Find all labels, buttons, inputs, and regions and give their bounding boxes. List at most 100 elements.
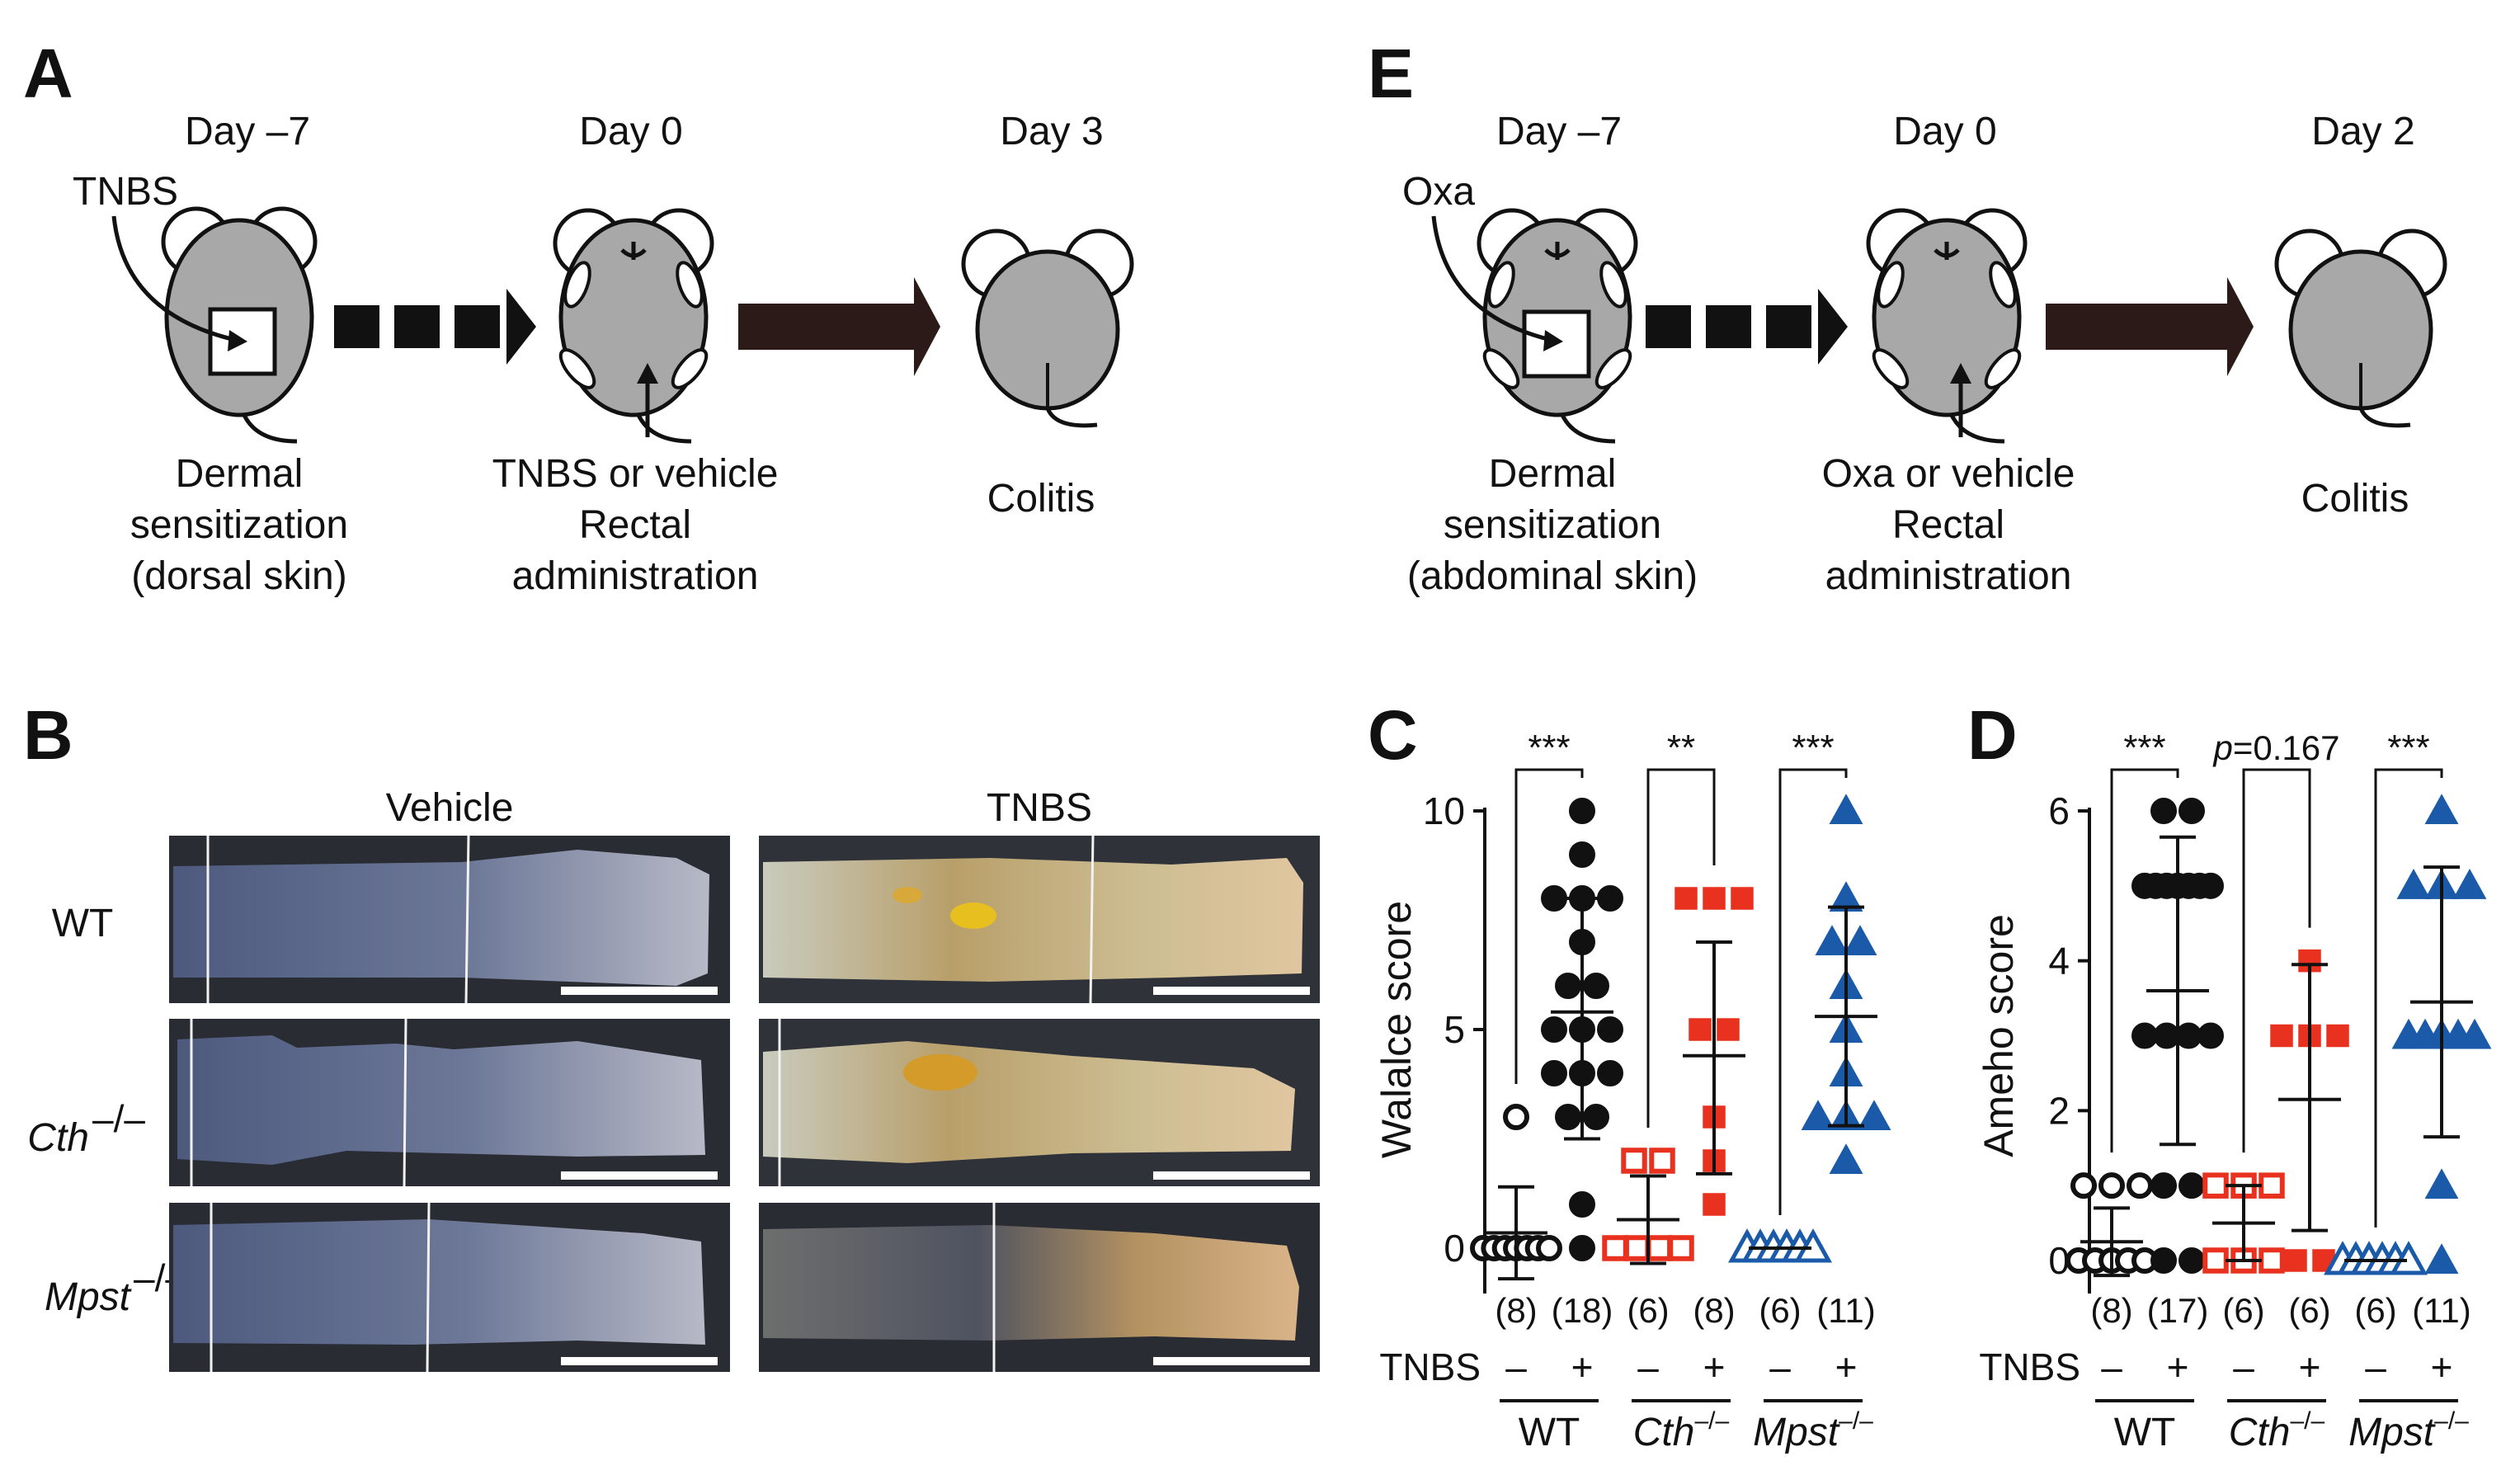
genotype-label: Mpst–/– bbox=[2348, 1407, 2469, 1454]
treatment-label: + bbox=[1571, 1345, 1594, 1388]
scale-bar bbox=[561, 987, 718, 995]
panel-letter-e: E bbox=[1368, 35, 1414, 112]
data-point bbox=[1555, 1104, 1581, 1130]
significance-label: *** bbox=[2123, 728, 2165, 768]
significance-label: p=0.167 bbox=[2212, 728, 2340, 767]
data-point bbox=[2396, 869, 2431, 899]
step2-line1: TNBS or vehicle bbox=[492, 452, 779, 496]
timepoint-day0: Day 0 bbox=[1893, 110, 1996, 153]
tnbs-row-label: TNBS bbox=[1379, 1345, 1481, 1388]
data-point bbox=[1731, 887, 1754, 910]
genotype-label: Cth–/– bbox=[1633, 1407, 1730, 1454]
pointer-arrowhead-icon bbox=[228, 330, 247, 351]
step2-line3: administration bbox=[512, 554, 759, 598]
treatment-label: – bbox=[1637, 1345, 1659, 1388]
panel-letter-d: D bbox=[1967, 696, 2018, 774]
step2-line2: Rectal bbox=[579, 503, 691, 547]
scale-bar bbox=[1153, 987, 1310, 995]
rectal-arrowhead-icon bbox=[1950, 363, 1971, 384]
significance-bracket bbox=[1778, 768, 1848, 1215]
scale-bar bbox=[561, 1357, 718, 1365]
scale-bar bbox=[1153, 1357, 1310, 1365]
data-point bbox=[1555, 973, 1581, 999]
mouse-ventral-icon bbox=[1868, 210, 2025, 441]
data-point bbox=[1623, 1235, 1651, 1261]
group-n-label: (6) bbox=[2288, 1291, 2330, 1330]
step2-line3: administration bbox=[1825, 554, 2072, 598]
data-point bbox=[2197, 1022, 2224, 1049]
group-n-label: (8) bbox=[1495, 1291, 1537, 1330]
significance-bracket bbox=[1514, 768, 1584, 1084]
data-point bbox=[1583, 1104, 1609, 1130]
colon-photo-mpst-tnbs bbox=[759, 1203, 1320, 1372]
data-point bbox=[1602, 1235, 1628, 1261]
data-point bbox=[1649, 1147, 1675, 1174]
treatment-label: – bbox=[1505, 1345, 1527, 1388]
data-point bbox=[1569, 1191, 1595, 1218]
timepoint-day3: Day 3 bbox=[1000, 110, 1103, 153]
data-point bbox=[1597, 1016, 1623, 1043]
data-point bbox=[2197, 872, 2224, 899]
data-point bbox=[2127, 1172, 2153, 1199]
group-n-label: (18) bbox=[1552, 1291, 1613, 1330]
mouse-colitis-icon bbox=[2277, 231, 2445, 426]
treatment-label: + bbox=[1835, 1345, 1858, 1388]
data-point bbox=[1541, 1060, 1567, 1086]
data-point bbox=[2179, 1247, 2205, 1274]
data-point bbox=[1541, 1016, 1567, 1043]
data-point bbox=[1503, 1104, 1529, 1130]
colon-photo-cth-tnbs bbox=[759, 1019, 1320, 1186]
mouse-colitis-icon bbox=[963, 231, 1132, 426]
step1-line3: (dorsal skin) bbox=[131, 554, 346, 598]
data-point bbox=[1569, 798, 1595, 824]
data-point bbox=[1829, 1143, 1863, 1174]
panel-a: A Day –7 Day 0 Day 3 TNBS Dermal sensiti… bbox=[23, 35, 1132, 598]
data-point bbox=[1843, 925, 1877, 955]
data-point bbox=[1597, 885, 1623, 912]
data-point bbox=[1646, 1235, 1673, 1261]
treatment-label: – bbox=[2365, 1345, 2386, 1388]
mouse-ventral-icon bbox=[555, 210, 712, 441]
data-point bbox=[2175, 1022, 2202, 1049]
group-n-label: (8) bbox=[2090, 1291, 2132, 1330]
data-point bbox=[1675, 887, 1698, 910]
significance-label: ** bbox=[1667, 728, 1695, 768]
treatment-label: – bbox=[2101, 1345, 2122, 1388]
colon-photo-mpst-vehicle bbox=[169, 1202, 730, 1373]
colon-photo-wt-vehicle bbox=[169, 835, 730, 1004]
data-point bbox=[1801, 1100, 1835, 1130]
row-label-cth-superscript: –/– bbox=[92, 1097, 145, 1140]
data-point bbox=[2070, 1172, 2097, 1199]
data-point bbox=[1569, 841, 1595, 868]
significance-label: *** bbox=[1528, 728, 1570, 768]
tnbs-row-label: TNBS bbox=[1979, 1345, 2080, 1388]
pointer-arrowhead-icon bbox=[1543, 330, 1563, 351]
sensitization-site-icon bbox=[208, 307, 277, 376]
significance-bracket bbox=[2110, 768, 2179, 1153]
treatment-label: + bbox=[2299, 1345, 2321, 1388]
scale-bar bbox=[561, 1171, 718, 1180]
treatment-label: + bbox=[2167, 1345, 2189, 1388]
data-point bbox=[2202, 1172, 2229, 1199]
panel-letter-a: A bbox=[23, 35, 73, 112]
treatment-label: + bbox=[2431, 1345, 2453, 1388]
data-point bbox=[1703, 1193, 1726, 1216]
data-point bbox=[2259, 1247, 2285, 1274]
data-point bbox=[1621, 1147, 1647, 1174]
genotype-label: WT bbox=[1519, 1411, 1580, 1454]
genotype-label: WT bbox=[2114, 1411, 2176, 1454]
agent-label: Oxa bbox=[1402, 170, 1475, 214]
data-point bbox=[1829, 794, 1863, 824]
group-n-label: (6) bbox=[2222, 1291, 2264, 1330]
significance-bracket bbox=[2242, 768, 2311, 1153]
data-point bbox=[2457, 1018, 2492, 1049]
solid-arrow-icon bbox=[738, 277, 940, 376]
y-tick-label: 5 bbox=[1444, 1008, 1465, 1051]
data-point bbox=[1717, 1018, 1740, 1041]
row-label-mpst: Mpst bbox=[45, 1275, 132, 1319]
y-tick-label: 0 bbox=[1444, 1227, 1465, 1270]
data-point bbox=[1583, 973, 1609, 999]
